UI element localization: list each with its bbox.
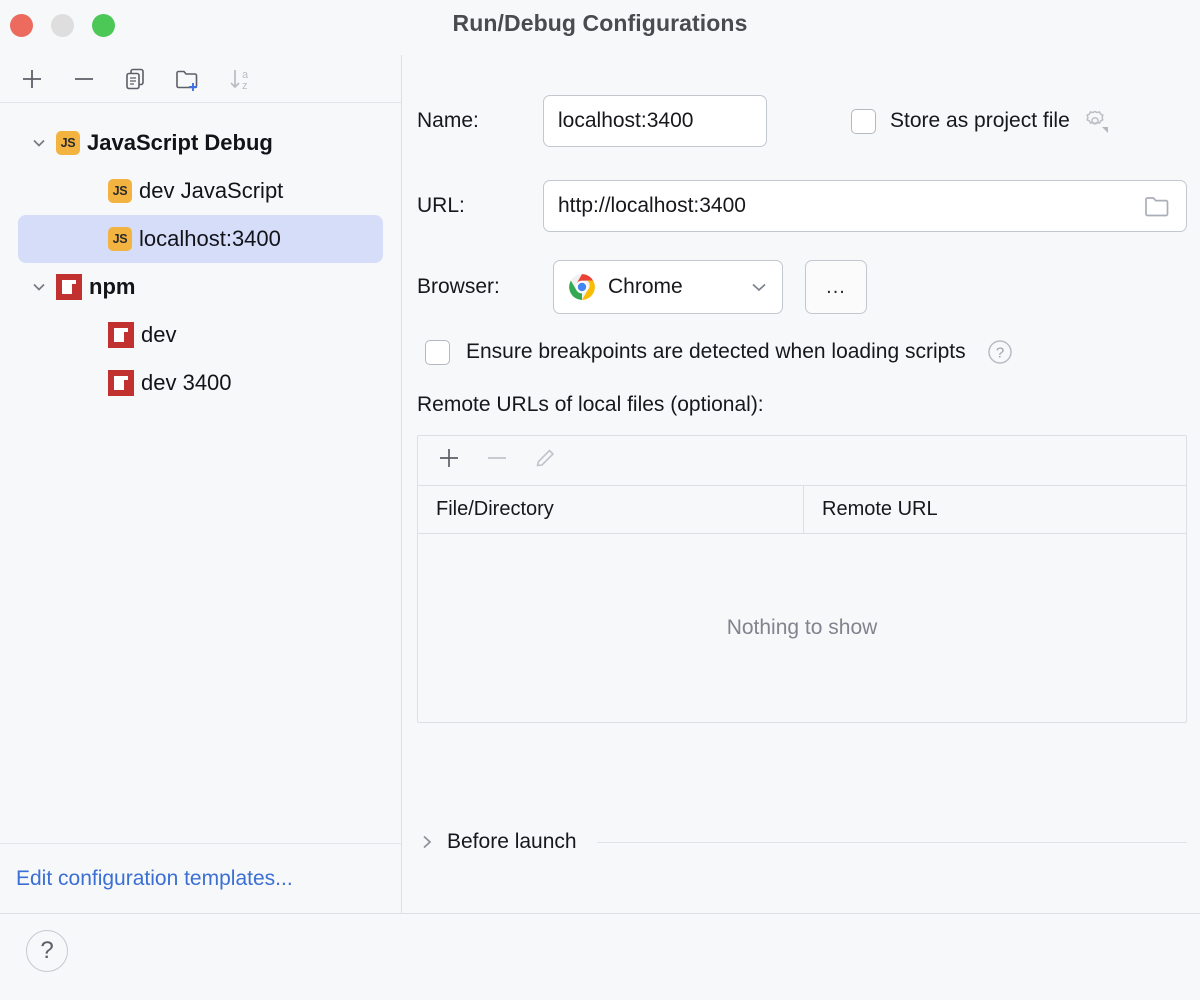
configurations-tree: JS JavaScript Debug JS dev JavaScript JS… bbox=[0, 111, 401, 843]
tree-item-label: localhost:3400 bbox=[139, 226, 281, 251]
tree-item-javascript-debug[interactable]: JS JavaScript Debug bbox=[18, 119, 383, 167]
browser-label: Browser: bbox=[417, 275, 500, 298]
window-controls bbox=[10, 14, 115, 37]
sort-az-icon: a z bbox=[230, 69, 249, 92]
tree-item-label: JavaScript Debug bbox=[87, 130, 273, 155]
name-label: Name: bbox=[417, 109, 479, 132]
question-circle-icon: ? bbox=[987, 340, 1012, 364]
chrome-icon bbox=[569, 274, 595, 300]
configurations-sidebar: a z JS JavaScript Debug JS dev JavaScrip… bbox=[0, 55, 402, 913]
tree-item-label: npm bbox=[89, 274, 136, 299]
pencil-icon bbox=[536, 449, 555, 467]
tree-item-label: dev 3400 bbox=[141, 370, 232, 395]
copy-icon bbox=[126, 68, 144, 89]
edit-remote-url-button[interactable] bbox=[532, 445, 558, 476]
js-icon: JS bbox=[108, 179, 132, 203]
sidebar-toolbar: a z bbox=[0, 55, 401, 103]
edit-configuration-templates-link[interactable]: Edit configuration templates... bbox=[16, 866, 293, 890]
svg-text:?: ? bbox=[995, 345, 1003, 362]
store-as-project-file-label: Store as project file bbox=[890, 109, 1070, 132]
chevron-right-icon[interactable] bbox=[417, 832, 437, 852]
chevron-down-icon bbox=[752, 283, 766, 292]
help-button[interactable]: ? bbox=[26, 930, 68, 972]
close-window-button[interactable] bbox=[10, 14, 33, 37]
tree-item-dev[interactable]: dev bbox=[18, 311, 383, 359]
column-header-file-directory[interactable]: File/Directory bbox=[418, 485, 804, 534]
add-configuration-button[interactable] bbox=[6, 59, 58, 99]
before-launch-section[interactable]: Before launch bbox=[417, 830, 1187, 854]
ensure-breakpoints-label: Ensure breakpoints are detected when loa… bbox=[466, 340, 966, 363]
section-divider bbox=[596, 841, 1187, 843]
ensure-breakpoints-row: Ensure breakpoints are detected when loa… bbox=[425, 338, 1187, 366]
npm-icon bbox=[108, 322, 134, 348]
url-input-value: http://localhost:3400 bbox=[558, 194, 746, 217]
remote-urls-table-header: File/Directory Remote URL bbox=[418, 485, 1186, 534]
titlebar: Run/Debug Configurations bbox=[0, 0, 1200, 55]
dialog-title: Run/Debug Configurations bbox=[452, 10, 748, 36]
add-remote-url-button[interactable] bbox=[436, 445, 462, 476]
remote-urls-table-body: Nothing to show bbox=[418, 534, 1186, 721]
js-icon: JS bbox=[56, 131, 80, 155]
ensure-breakpoints-help-button[interactable]: ? bbox=[986, 338, 1014, 366]
remote-urls-table: File/Directory Remote URL Nothing to sho… bbox=[417, 435, 1187, 723]
folder-plus-icon bbox=[176, 70, 198, 91]
store-as-project-file-checkbox[interactable] bbox=[851, 108, 876, 134]
svg-text:a: a bbox=[242, 69, 249, 81]
name-input[interactable]: localhost:3400 bbox=[543, 95, 767, 147]
npm-icon bbox=[108, 370, 134, 396]
svg-text:z: z bbox=[242, 80, 248, 92]
chevron-down-icon[interactable] bbox=[22, 263, 56, 311]
remote-urls-toolbar bbox=[418, 436, 1186, 486]
sidebar-footer: Edit configuration templates... bbox=[0, 843, 401, 913]
minus-icon bbox=[75, 77, 93, 80]
ensure-breakpoints-checkbox[interactable] bbox=[425, 339, 450, 365]
url-input[interactable]: http://localhost:3400 bbox=[543, 180, 1187, 232]
remove-remote-url-button[interactable] bbox=[484, 445, 510, 476]
tree-item-label: dev JavaScript bbox=[139, 178, 284, 203]
new-folder-button[interactable] bbox=[162, 59, 214, 99]
sort-configurations-button[interactable]: a z bbox=[214, 59, 266, 99]
url-label: URL: bbox=[417, 194, 465, 217]
tree-item-dev-3400[interactable]: dev 3400 bbox=[18, 359, 383, 407]
project-file-settings-button[interactable] bbox=[1080, 106, 1110, 136]
chevron-down-icon[interactable] bbox=[22, 119, 56, 167]
browser-select[interactable]: Chrome bbox=[553, 260, 783, 314]
npm-icon bbox=[56, 274, 82, 300]
plus-icon bbox=[23, 69, 41, 88]
column-header-remote-url[interactable]: Remote URL bbox=[822, 498, 938, 520]
remote-urls-label-row: Remote URLs of local files (optional): bbox=[417, 393, 764, 417]
browse-url-button[interactable] bbox=[1142, 193, 1172, 219]
browser-select-value: Chrome bbox=[608, 275, 683, 298]
folder-icon bbox=[1145, 197, 1169, 217]
dialog-footer: ? Debug Close Apply OK bbox=[0, 913, 1200, 1000]
browser-more-button[interactable]: ... bbox=[805, 260, 867, 314]
url-field-row: URL: http://localhost:3400 bbox=[417, 180, 1187, 232]
plus-icon bbox=[440, 449, 458, 467]
minimize-window-button[interactable] bbox=[51, 14, 74, 37]
before-launch-label: Before launch bbox=[447, 830, 577, 853]
js-icon: JS bbox=[108, 227, 132, 251]
tree-item-localhost-3400[interactable]: JS localhost:3400 bbox=[18, 215, 383, 263]
maximize-window-button[interactable] bbox=[92, 14, 115, 37]
remove-configuration-button[interactable] bbox=[58, 59, 110, 99]
minus-icon bbox=[488, 457, 506, 459]
browser-field-row: Browser: Chrome ... bbox=[417, 260, 1187, 314]
tree-item-label: dev bbox=[141, 322, 177, 347]
remote-urls-label: Remote URLs of local files (optional): bbox=[417, 393, 764, 416]
tree-item-dev-javascript[interactable]: JS dev JavaScript bbox=[18, 167, 383, 215]
empty-state-text: Nothing to show bbox=[726, 615, 878, 639]
gear-icon bbox=[1086, 110, 1108, 133]
configuration-editor-panel: Name: localhost:3400 Store as project fi… bbox=[403, 55, 1200, 913]
tree-item-npm[interactable]: npm bbox=[18, 263, 383, 311]
name-field-row: Name: localhost:3400 Store as project fi… bbox=[417, 95, 1187, 147]
copy-configuration-button[interactable] bbox=[110, 59, 162, 99]
